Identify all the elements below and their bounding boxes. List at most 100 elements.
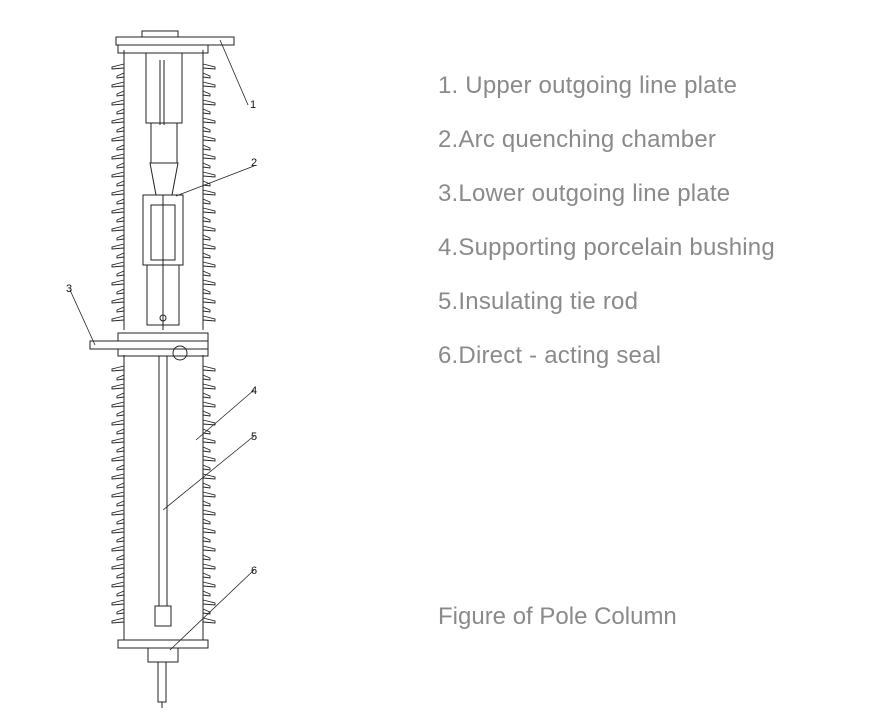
upper-shed-left [116,126,125,133]
lower-shed-left [116,608,125,615]
legend-item-arc-quenching-chamber: 2.Arc quenching chamber [438,126,717,153]
upper-shed-right [202,306,211,313]
lower-shed-right [202,527,216,534]
upper-shed-left [116,234,125,241]
lower-shed-right [202,392,211,399]
upper-shed-right [202,144,211,151]
legend-item-lower-outgoing-line-plate: 3.Lower outgoing line plate [438,180,731,207]
upper-shed-right [202,189,216,196]
lower-shed-right [202,590,211,597]
lower-shed-right [202,482,211,489]
upper-shed-left [116,72,125,79]
lower-shed-left [111,563,125,570]
lower-shed-right [202,545,216,552]
legend-item-insulating-tie-rod: 5.Insulating tie rod [438,288,639,315]
leader-6 [169,569,255,651]
lower-shed-left [116,392,125,399]
callout-5: 5 [251,431,257,443]
lower-shed-left [116,446,125,453]
lower-shed-right [202,554,211,561]
lower-shed-right [202,500,211,507]
upper-shed-right [202,297,216,304]
upper-shed-right [202,234,211,241]
lower-shed-left [111,419,125,426]
lower-shed-right [202,563,216,570]
lower-shed-left [111,491,125,498]
upper-shed-right [202,270,211,277]
lower-shed-left [111,401,125,408]
lower-shed-left [111,599,125,606]
upper-shed-right [202,225,216,232]
upper-shed-left [111,63,125,70]
upper-shed-left [111,207,125,214]
upper-shed-left [116,144,125,151]
upper-flange [117,44,209,54]
upper-shed-right [202,252,211,259]
upper-shed-right [202,81,216,88]
upper-shed-left [111,153,125,160]
upper-shed-left [111,99,125,106]
upper-shed-right [202,180,211,187]
upper-shed-left [111,81,125,88]
upper-shed-left [116,180,125,187]
leader-2 [175,165,255,197]
upper-porcelain-sheds [111,63,216,322]
upper-shed-left [116,90,125,97]
upper-shed-left [111,171,125,178]
lower-shed-left [116,482,125,489]
lower-shed-right [202,473,216,480]
upper-shed-right [202,243,216,250]
lower-contact-housing [146,264,180,326]
bottom-flange [117,639,209,649]
upper-shed-right [202,216,211,223]
lower-shed-left [111,527,125,534]
parts-legend: 1. Upper outgoing line plate 2.Arc quenc… [438,70,775,394]
upper-shed-right [202,153,216,160]
upper-shed-left [111,189,125,196]
upper-shed-right [202,135,216,142]
upper-shed-right [202,162,211,169]
lower-shed-right [202,509,216,516]
upper-shed-left [111,297,125,304]
lower-shed-right [202,410,211,417]
upper-shed-left [116,216,125,223]
upper-shed-right [202,63,216,70]
upper-shed-left [116,162,125,169]
upper-shed-right [202,72,211,79]
lower-shed-left [116,410,125,417]
upper-shed-left [116,288,125,295]
top-cap [141,30,179,38]
upper-shed-right [202,171,216,178]
leader-1 [219,39,249,106]
upper-shed-left [111,243,125,250]
figure-caption: Figure of Pole Column [438,603,677,630]
leader-lines [69,39,255,651]
lower-shed-right [202,599,216,606]
upper-shed-right [202,198,211,205]
lower-shed-left [111,365,125,372]
lower-shed-left [116,500,125,507]
lower-shed-left [116,374,125,381]
upper-shed-left [116,108,125,115]
lower-shed-right [202,365,216,372]
upper-shed-left [111,261,125,268]
seal-shaft [157,661,167,703]
upper-shed-right [202,126,211,133]
upper-shed-right [202,288,211,295]
upper-shed-left [116,270,125,277]
legend-item-direct-acting-seal: 6.Direct - acting seal [438,342,662,369]
lower-shed-left [116,572,125,579]
lower-shed-left [111,545,125,552]
flange-valve [172,345,188,361]
leader-4 [195,389,255,441]
upper-shed-left [116,306,125,313]
legend-item-supporting-porcelain-bushing: 4.Supporting porcelain bushing [438,234,775,261]
contact-guide [150,122,178,164]
upper-shed-right [202,99,216,106]
upper-shed-right [202,207,216,214]
upper-shed-right [202,261,216,268]
legend-item-upper-outgoing-line-plate: 1. Upper outgoing line plate [438,72,738,99]
lower-shed-right [202,572,211,579]
insulating-tie-rod [158,355,168,607]
